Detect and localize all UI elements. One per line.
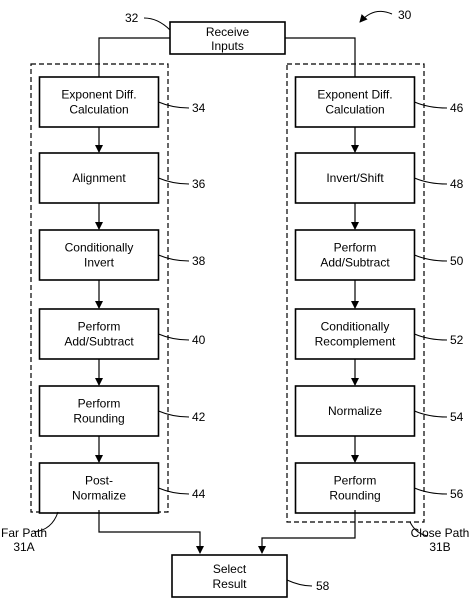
far-path-step-40-line2: Add/Subtract [64,335,134,349]
select-result-line2: Result [212,577,247,591]
far-path-ref-38: 38 [192,254,206,268]
far-path-ref-34-leader [158,101,190,109]
far-path-ref-42-leader [158,410,190,418]
close-path-step-54: Normalize [294,385,416,437]
close-path-step-46: Exponent Diff.Calculation [294,76,416,128]
far-path-ref-42: 42 [192,410,206,424]
far-path-step-40-line1: Perform [78,320,121,334]
far-path-step-36-line1: Alignment [72,171,126,185]
connector-to-far-path [95,37,170,88]
ref-58: 58 [286,579,330,593]
far-path-ref-40: 40 [192,333,206,347]
ref-32-label: 32 [125,11,139,25]
close-path-step-46-line1: Exponent Diff. [317,88,392,102]
close-path-ref-56: 56 [450,487,464,501]
close-path-ref-56-leader [414,487,448,495]
far-path-ref-36: 36 [192,177,206,191]
close-path-ref-52-leader [414,333,448,341]
close-path-label-line1: Close Path [411,526,470,540]
receive-inputs-box: Receive Inputs [169,21,286,55]
far-path-ref-34: 34 [192,101,206,115]
figure-ref: 30 [359,8,412,23]
close-path-step-48: Invert/Shift [294,152,416,204]
far-path-label-line2: 31A [13,540,34,554]
far-path-step-44: Post-Normalize [38,462,160,514]
close-path-ref-50: 50 [450,254,464,268]
far-path-step-44-line1: Post- [85,474,113,488]
far-path-step-36: Alignment [38,152,160,204]
close-path-step-52-line1: Conditionally [321,320,390,334]
close-path-ref-48: 48 [450,177,464,191]
far-path-step-34-line1: Exponent Diff. [61,88,136,102]
connector-close-to-select [258,510,356,554]
far-path-ref-38-leader [158,254,190,262]
close-path-step-52-line2: Recomplement [315,335,396,349]
close-path-step-56-line1: Perform [334,474,377,488]
close-path-step-50-line1: Perform [334,241,377,255]
far-path-ref-44: 44 [192,487,206,501]
far-path-step-34: Exponent Diff.Calculation [38,76,160,128]
select-result-line1: Select [213,562,247,576]
far-path-ref-36-leader [158,177,190,185]
connector-far-to-select [98,510,204,554]
ref-58-label: 58 [316,579,330,593]
far-path-step-42-line1: Perform [78,397,121,411]
figure-ref-label: 30 [398,8,412,22]
far-path-step-44-line2: Normalize [72,489,126,503]
close-path-ref-48-leader [414,177,448,185]
select-result-box: Select Result [171,554,288,598]
close-path-step-54-line1: Normalize [328,404,382,418]
close-path-step-48-line1: Invert/Shift [326,171,384,185]
ref-32: 32 [125,11,171,31]
close-path-ref-52: 52 [450,333,464,347]
far-path-step-38-line1: Conditionally [65,241,134,255]
close-path-ref-54: 54 [450,410,464,424]
far-path-step-34-line2: Calculation [69,103,128,117]
close-path-step-56-line2: Rounding [329,489,380,503]
far-path-label: Far Path 31A [1,511,59,554]
connector-to-close-path [285,37,359,88]
far-path-ref-40-leader [158,333,190,341]
close-path-label-line2: 31B [429,540,450,554]
far-path-step-42-line2: Rounding [73,412,124,426]
far-path-step-38-line2: Invert [84,256,115,270]
close-path-ref-46: 46 [450,101,464,115]
close-path-ref-50-leader [414,254,448,262]
close-path-label: Close Path 31B [409,521,470,554]
receive-inputs-line1: Receive [206,25,250,39]
far-path-label-line1: Far Path [1,526,47,540]
close-path-ref-54-leader [414,410,448,418]
close-path-ref-46-leader [414,101,448,109]
far-path-ref-44-leader [158,487,190,495]
close-path-step-50-line2: Add/Subtract [320,256,390,270]
receive-inputs-line2: Inputs [211,39,244,53]
close-path-step-46-line2: Calculation [325,103,384,117]
